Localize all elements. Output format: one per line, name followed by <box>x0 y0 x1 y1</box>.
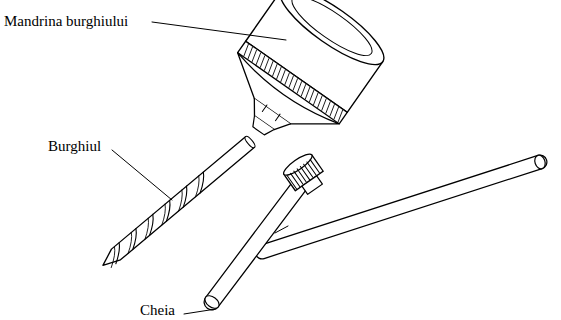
gear-tooth <box>310 160 319 173</box>
drill-flute <box>170 190 191 211</box>
gear-tooth <box>297 169 306 182</box>
knurl-stroke <box>336 110 345 122</box>
leader-line <box>112 150 172 200</box>
drill-flute <box>141 214 162 235</box>
drill-flute <box>157 200 178 221</box>
key-shaft <box>212 185 300 302</box>
drill-flute <box>153 204 174 225</box>
gear-tooth <box>304 164 313 177</box>
drill-flute <box>102 247 123 268</box>
key-shaft-end <box>203 293 222 311</box>
leader-line <box>152 22 286 40</box>
drill-flute <box>124 229 145 250</box>
gear-tooth <box>294 171 303 184</box>
gear-tooth <box>291 173 300 186</box>
chuck-body <box>208 0 393 166</box>
gear-tooth <box>307 162 316 175</box>
drill-flute <box>187 176 208 197</box>
leader-line <box>184 309 216 314</box>
part-label: Cheia <box>140 302 175 319</box>
drill-flute <box>174 186 195 207</box>
drill-flute <box>119 232 140 253</box>
key-shaft-fill <box>212 185 300 302</box>
key-pinion <box>281 151 329 199</box>
gear-tooth <box>300 167 309 180</box>
gear-tooth <box>287 176 296 189</box>
drill-flute <box>107 243 128 264</box>
key-joint <box>275 226 288 233</box>
drill-bit <box>98 135 256 271</box>
drill-flute <box>136 218 157 239</box>
drill-flute <box>191 172 212 193</box>
part-label: Burghiul <box>48 138 101 155</box>
key-handle-end <box>533 154 547 170</box>
part-label: Mandrina burghiului <box>4 13 128 30</box>
